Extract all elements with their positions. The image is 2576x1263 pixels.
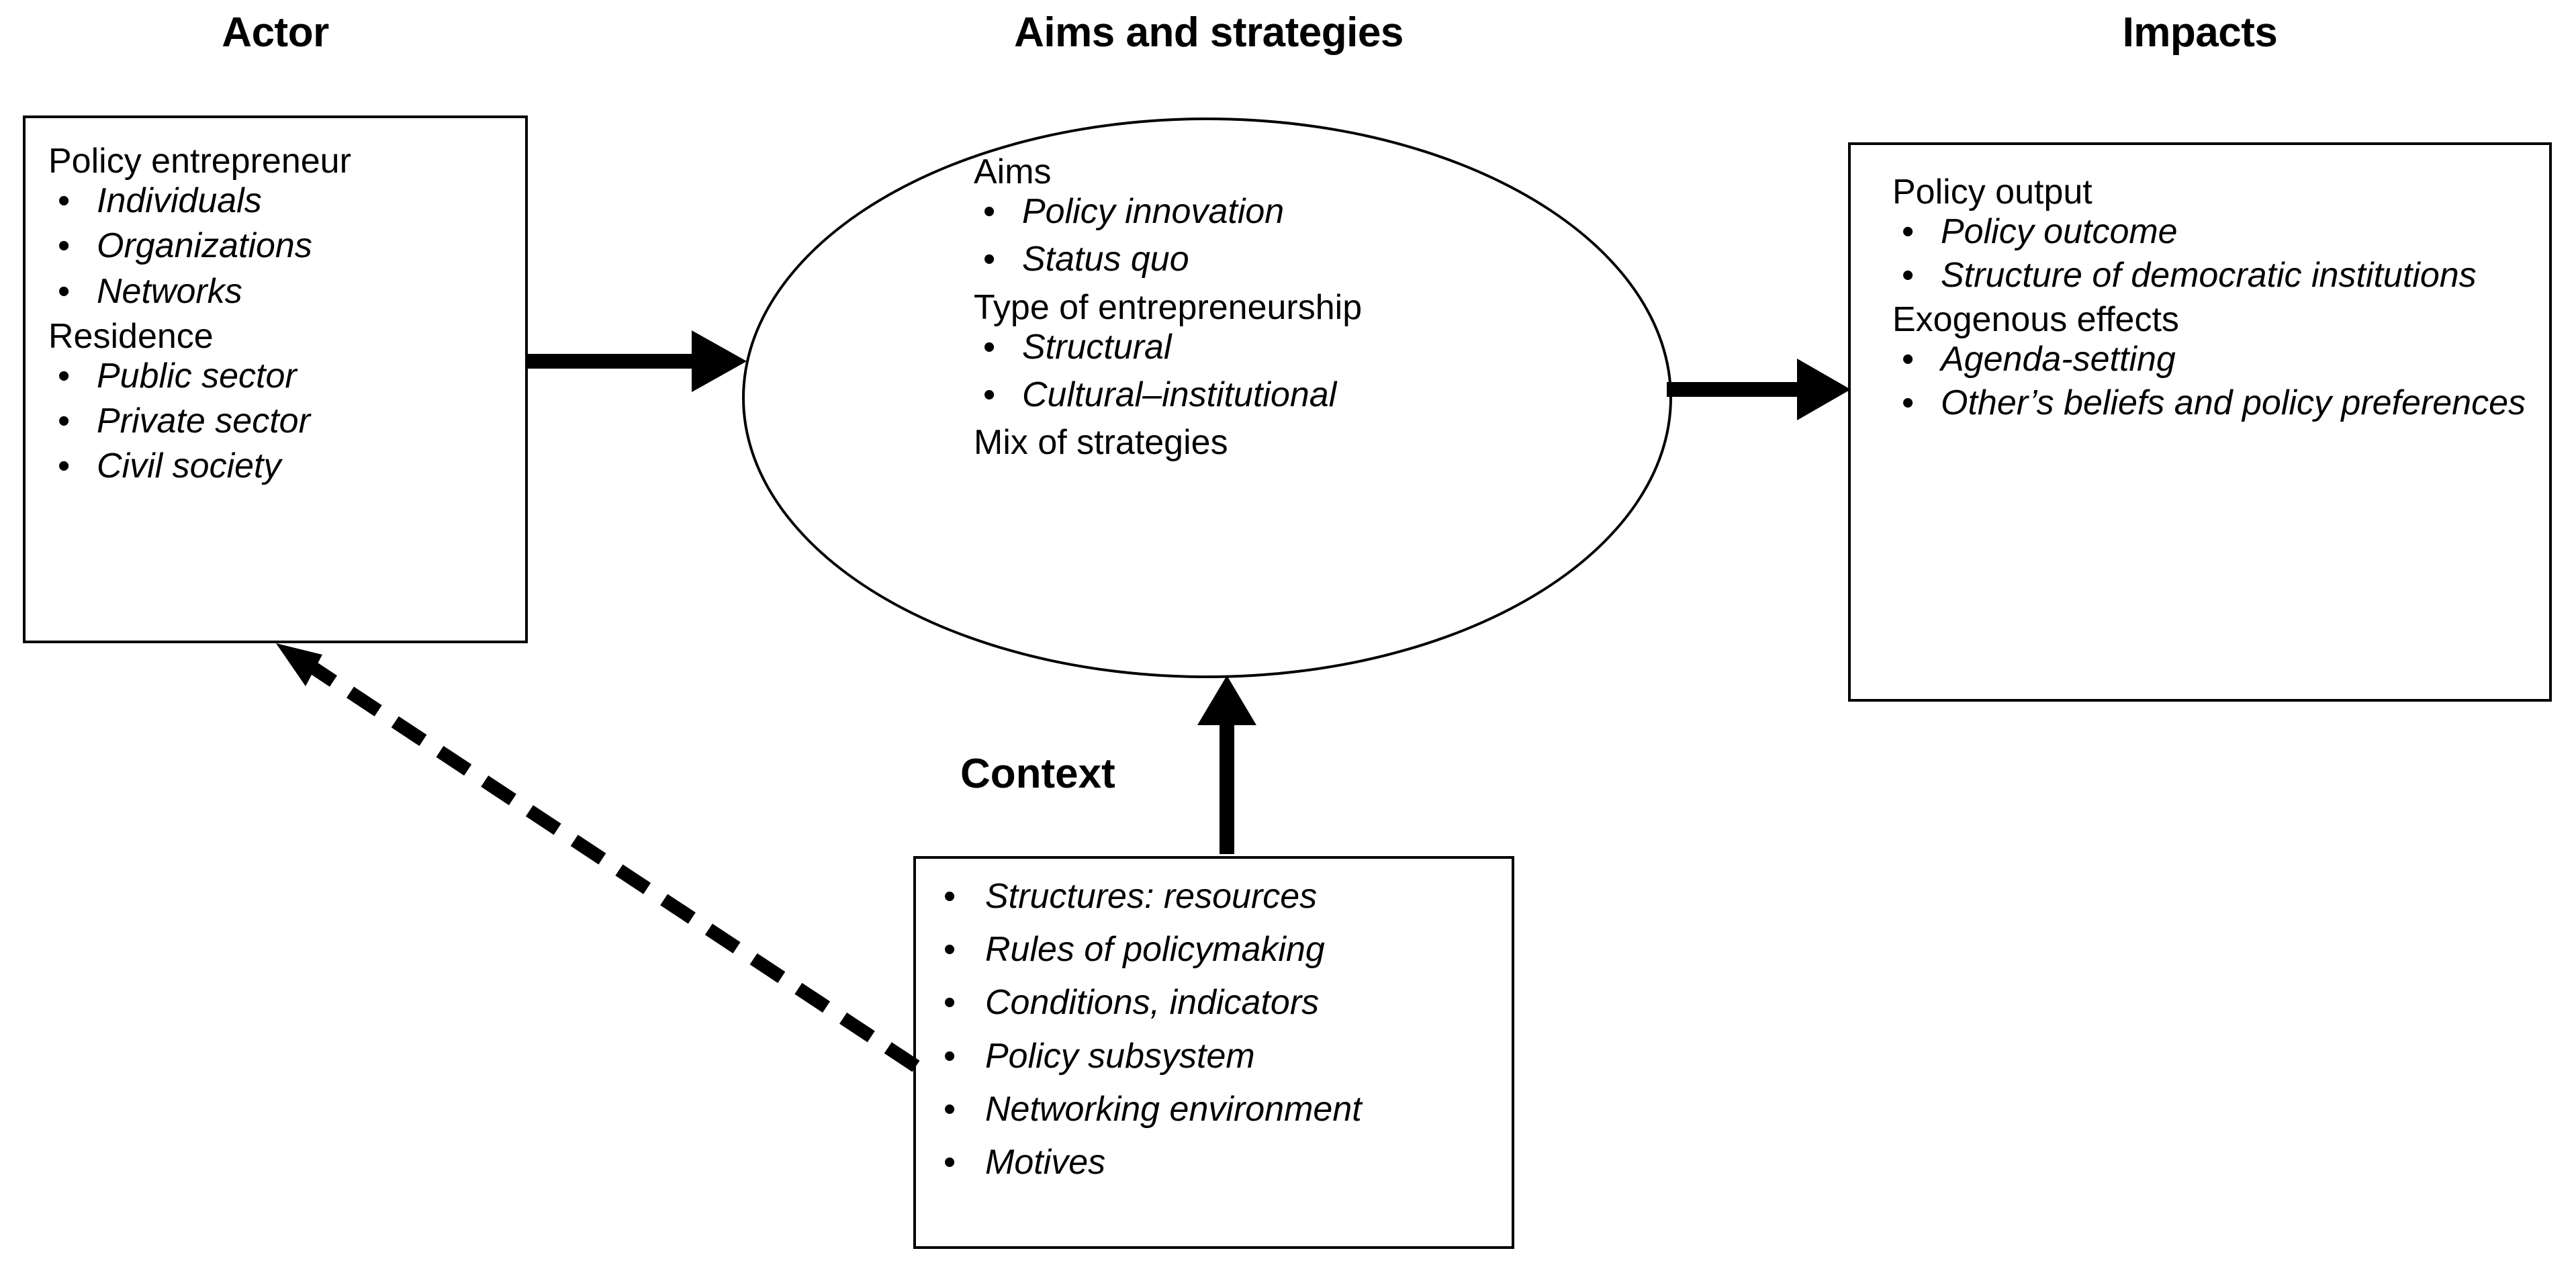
- context-list: Structures: resources Rules of policymak…: [937, 877, 1521, 1182]
- context-content: Structures: resources Rules of policymak…: [937, 877, 1521, 1197]
- aims-heading-aims: Aims: [974, 152, 1052, 191]
- actor-policy-entrepreneur-list: Individuals Organizations Networks: [48, 181, 518, 311]
- impacts-heading-policy-output: Policy output: [1892, 173, 2092, 212]
- list-item: Motives: [937, 1143, 1521, 1182]
- list-item: Private sector: [48, 402, 518, 440]
- list-item: Civil society: [48, 447, 518, 486]
- impacts-heading-exogenous-effects: Exogenous effects: [1892, 299, 2179, 339]
- list-item: Policy innovation: [974, 192, 1686, 231]
- aims-aims-list: Policy innovation Status quo: [974, 192, 1686, 279]
- impacts-exogenous-effects-list: Agenda-setting Other’s beliefs and polic…: [1892, 340, 2557, 422]
- aims-content: Aims Policy innovation Status quo Type o…: [974, 152, 1686, 463]
- list-item: Structure of democratic institutions: [1892, 256, 2557, 295]
- column-title-actor: Actor: [222, 9, 329, 56]
- actor-content: Policy entrepreneur Individuals Organiza…: [48, 142, 518, 493]
- context-to-actor-arrow: [276, 643, 920, 1072]
- list-item: Agenda-setting: [1892, 340, 2557, 379]
- impacts-content: Policy output Policy outcome Structure o…: [1892, 173, 2557, 428]
- list-item: Networks: [48, 272, 518, 311]
- column-title-aims-and-strategies: Aims and strategies: [1014, 9, 1404, 56]
- list-item: Structures: resources: [937, 877, 1521, 916]
- list-item: Policy subsystem: [937, 1037, 1521, 1076]
- list-item: Other’s beliefs and policy preferences: [1892, 383, 2557, 422]
- list-item: Individuals: [48, 181, 518, 220]
- list-item: Networking environment: [937, 1090, 1521, 1129]
- actor-heading-policy-entrepreneur: Policy entrepreneur: [48, 142, 351, 181]
- aims-to-impacts-arrow: [1667, 359, 1851, 420]
- list-item: Structural: [974, 328, 1686, 367]
- aims-heading-mix-of-strategies: Mix of strategies: [974, 423, 1228, 463]
- list-item: Status quo: [974, 240, 1686, 279]
- aims-type-list: Structural Cultural–institutional: [974, 328, 1686, 414]
- list-item: Rules of policymaking: [937, 930, 1521, 969]
- impacts-policy-output-list: Policy outcome Structure of democratic i…: [1892, 212, 2557, 295]
- list-item: Conditions, indicators: [937, 984, 1521, 1023]
- actor-heading-residence: Residence: [48, 316, 214, 356]
- list-item: Policy outcome: [1892, 212, 2557, 251]
- context-to-aims-arrow: [1197, 675, 1256, 854]
- list-item: Public sector: [48, 357, 518, 395]
- context-label: Context: [960, 751, 1115, 797]
- list-item: Organizations: [48, 227, 518, 266]
- list-item: Cultural–institutional: [974, 375, 1686, 414]
- aims-heading-type-of-entrepreneurship: Type of entrepreneurship: [974, 287, 1363, 327]
- column-title-impacts: Impacts: [2122, 9, 2278, 56]
- actor-residence-list: Public sector Private sector Civil socie…: [48, 357, 518, 486]
- actor-to-aims-arrow: [528, 330, 747, 392]
